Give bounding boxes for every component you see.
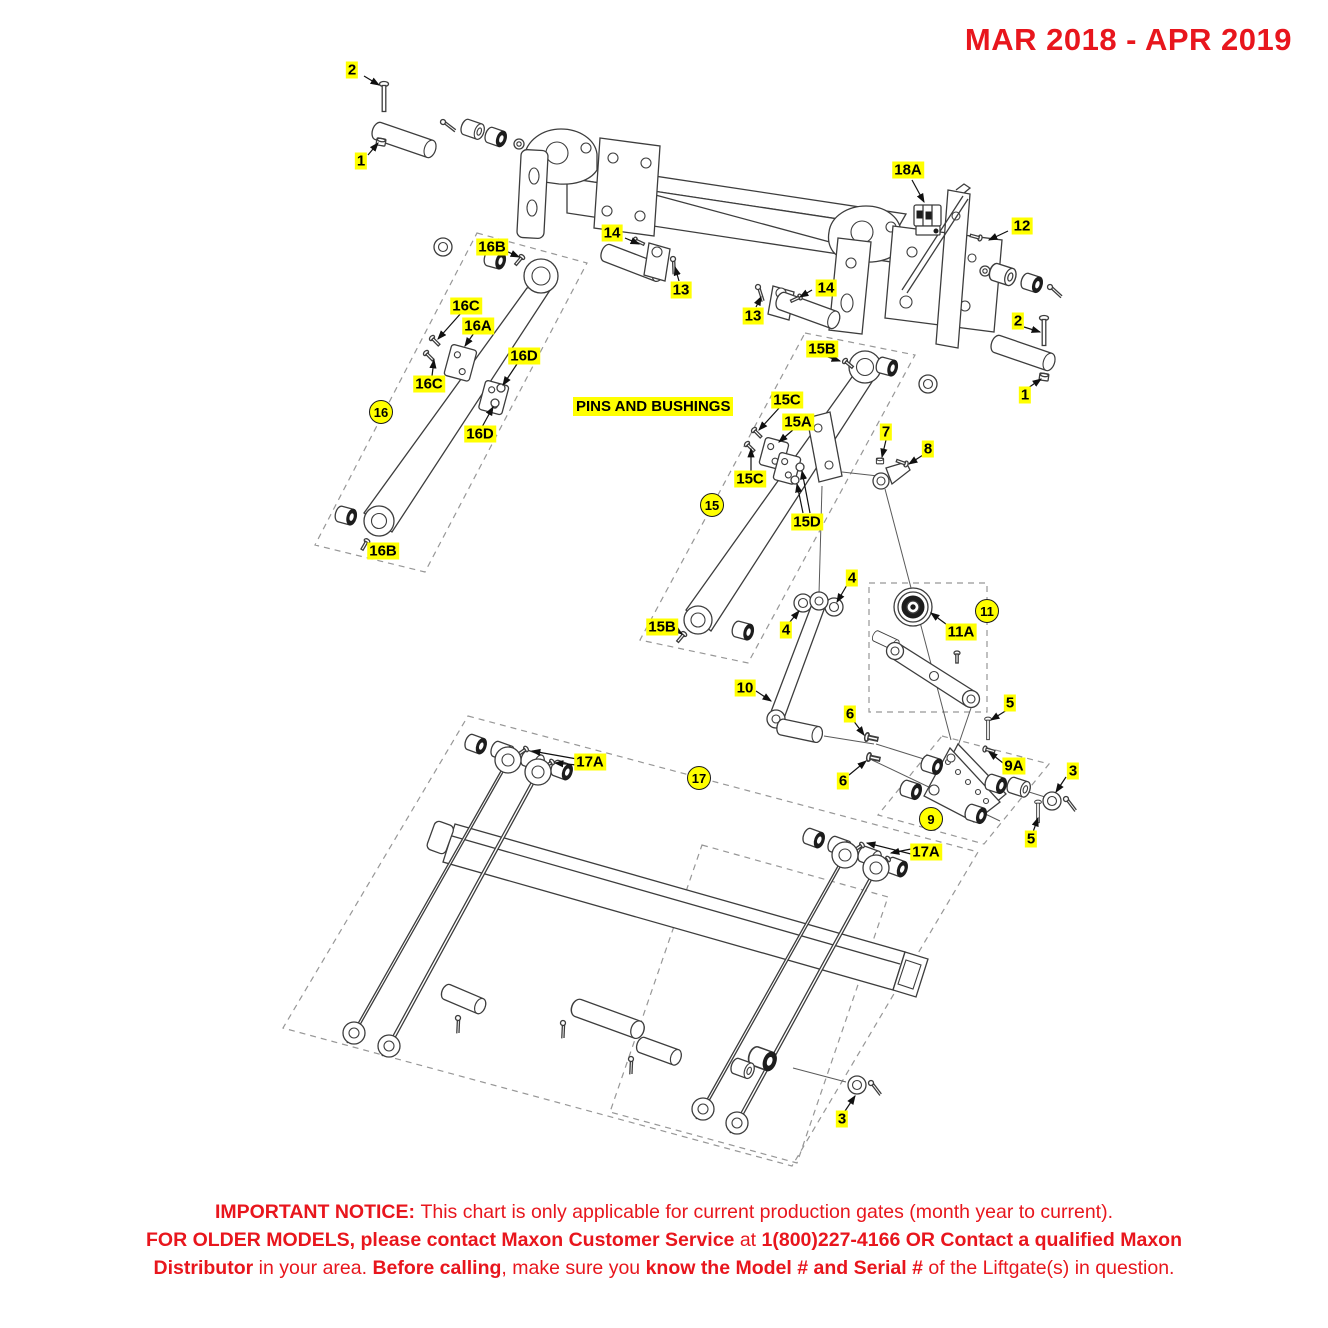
link-rod-10: [766, 591, 875, 745]
link-pin-set-right: [750, 282, 843, 331]
callout-16a: 16A: [462, 317, 494, 335]
callout-9a: 9A: [1002, 757, 1026, 775]
callout-16c: 16C: [413, 375, 445, 393]
bolts-6: [863, 731, 882, 765]
callout-11a: 11A: [945, 623, 977, 641]
callout-16c: 16C: [450, 297, 482, 315]
crossbar-assembly: [516, 128, 1003, 349]
part-18a-block: [913, 204, 942, 236]
notice-line: FOR OLDER MODELS, please contact Maxon C…: [146, 1229, 1182, 1251]
pulley-group-11: [870, 587, 981, 750]
callout-16d: 16D: [464, 425, 496, 443]
callout-3: 3: [835, 1110, 849, 1128]
right-arm-pair: [691, 826, 910, 1135]
callout-1: 1: [1018, 386, 1032, 404]
callout-14: 14: [601, 224, 623, 242]
callout-6: 6: [843, 705, 857, 723]
callout-17a: 17A: [574, 753, 606, 771]
arm-group-16: [332, 237, 559, 552]
bottom-assembly-17: [342, 732, 929, 1135]
callout-16: 16: [369, 400, 393, 424]
callout-18a: 18A: [892, 161, 924, 179]
page-title: MAR 2018 - APR 2019: [964, 22, 1292, 57]
callout-10: 10: [734, 679, 756, 697]
callout-13: 13: [742, 307, 764, 325]
callout-2: 2: [1011, 312, 1025, 330]
pin-set-top-left: [369, 80, 525, 160]
callout-16b: 16B: [367, 542, 399, 560]
callout-15: 15: [700, 493, 724, 517]
callout-15b: 15B: [806, 340, 838, 358]
callout-11: 11: [975, 599, 999, 623]
callout-5: 5: [1024, 830, 1038, 848]
notice-line: IMPORTANT NOTICE: This chart is only app…: [214, 1201, 1114, 1223]
notice-line: Distributor in your area. Before calling…: [153, 1257, 1175, 1279]
callout-14: 14: [815, 279, 837, 297]
callout-4: 4: [779, 621, 793, 639]
callout-6: 6: [836, 772, 850, 790]
diagram-section-label: PINS AND BUSHINGS: [573, 397, 734, 416]
important-notice: IMPORTANT NOTICE: This chart is only app…: [0, 1198, 1328, 1282]
callout-4: 4: [845, 569, 859, 587]
callout-3: 3: [1066, 762, 1080, 780]
callout-8: 8: [921, 440, 935, 458]
callout-15c: 15C: [771, 391, 803, 409]
callout-16b: 16B: [476, 238, 508, 256]
callout-7: 7: [879, 423, 893, 441]
arm-group-15: [674, 350, 938, 645]
crank-group-7-8: [818, 457, 952, 741]
callout-9: 9: [919, 807, 943, 831]
bottom-loose-pins: [438, 982, 886, 1097]
bracket-group-9: [871, 716, 1081, 826]
callout-5: 5: [1003, 694, 1017, 712]
callout-17: 17: [687, 766, 711, 790]
callout-12: 12: [1011, 217, 1033, 235]
leader-arrows: [363, 75, 1067, 1112]
callout-2: 2: [345, 61, 359, 79]
callout-15a: 15A: [782, 413, 814, 431]
callout-15d: 15D: [791, 513, 823, 531]
left-arm-pair: [342, 732, 575, 1058]
link-pin-set-left: [597, 235, 683, 284]
callout-17a: 17A: [910, 843, 942, 861]
callout-13: 13: [670, 281, 692, 299]
callout-15b: 15B: [646, 618, 678, 636]
callout-16d: 16D: [508, 347, 540, 365]
callout-15c: 15C: [734, 470, 766, 488]
callout-1: 1: [354, 152, 368, 170]
